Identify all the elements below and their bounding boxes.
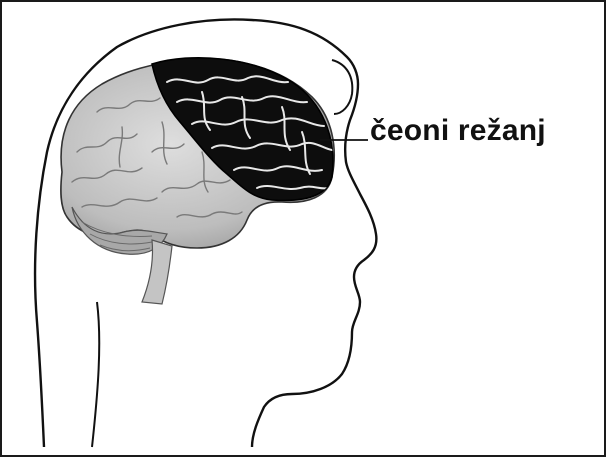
frontal-lobe-label: čeoni režanj (370, 114, 546, 148)
neck-outline (92, 302, 99, 447)
head-fold (332, 60, 352, 114)
